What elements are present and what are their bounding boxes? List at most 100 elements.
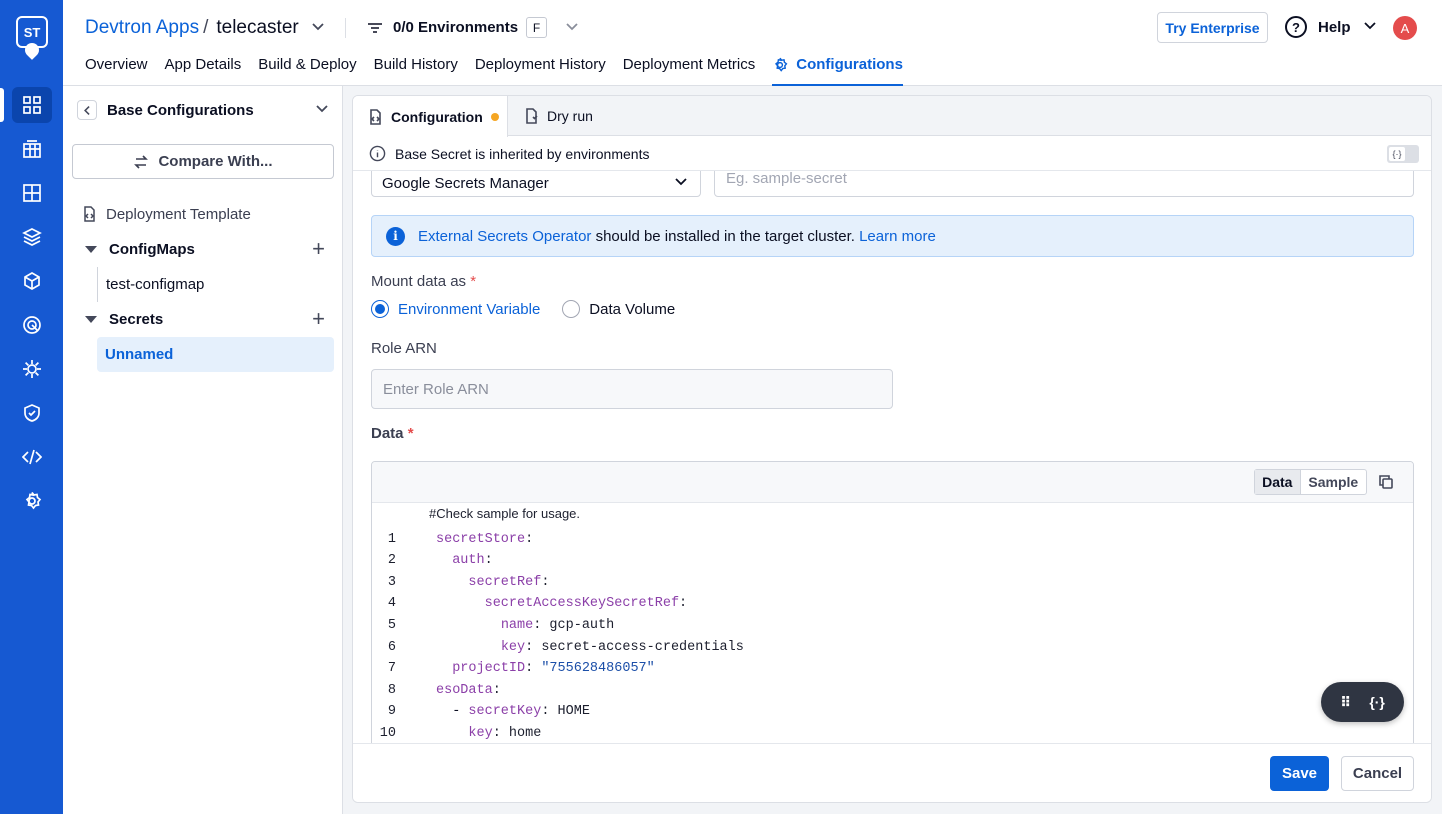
app-groups-icon[interactable] <box>12 131 52 167</box>
secret-store-select[interactable]: Google Secrets Manager <box>371 171 701 197</box>
caret-down-icon <box>85 315 97 323</box>
segment-data[interactable]: Data <box>1255 470 1301 494</box>
security-scan-icon[interactable] <box>12 307 52 343</box>
code-view-toggle[interactable]: {·} <box>1387 145 1419 163</box>
add-configmap-icon[interactable]: + <box>312 236 325 261</box>
breadcrumb-devtron-apps[interactable]: Devtron Apps <box>85 17 200 38</box>
config-sidebar: Base Configurations Compare With... Depl… <box>63 86 343 814</box>
floating-toolbar[interactable]: ⠿ {·} <box>1321 682 1404 722</box>
help-menu[interactable]: ? Help <box>1285 16 1377 38</box>
yaml-key: key <box>500 639 526 655</box>
radio-data-volume[interactable] <box>562 300 581 318</box>
tab-dry-run[interactable]: Dry run <box>523 96 593 136</box>
gear-icon <box>775 57 788 72</box>
data-label: Data * <box>371 425 414 442</box>
mount-radio-group: Environment Variable Data Volume <box>371 300 675 318</box>
config-panel: Configuration Dry run Base Secret is inh… <box>352 95 1432 803</box>
compare-with-label: Compare With... <box>158 153 273 170</box>
tab-configurations[interactable]: Configurations <box>772 56 903 86</box>
code-line: 10 key: home <box>372 722 542 743</box>
cancel-button[interactable]: Cancel <box>1341 756 1414 791</box>
tab-app-details[interactable]: App Details <box>164 56 242 73</box>
line-number: 9 <box>387 704 396 720</box>
yaml-value: HOME <box>557 704 590 720</box>
line-number: 6 <box>387 639 396 655</box>
apps-icon[interactable] <box>12 87 52 123</box>
chevron-left-icon <box>83 105 90 115</box>
chart-store-icon[interactable] <box>12 219 52 255</box>
avatar[interactable]: A <box>1393 16 1417 40</box>
yaml-key: key <box>468 725 493 741</box>
sidebar-group-configmaps[interactable]: ConfigMaps + <box>81 237 325 261</box>
code-line: 6 key: secret-access-credentials <box>372 636 744 658</box>
inherit-notice: Base Secret is inherited by environments… <box>353 137 1431 171</box>
swap-icon <box>134 154 149 169</box>
yaml-value: secret-access-credentials <box>541 639 744 655</box>
back-button[interactable] <box>77 100 97 120</box>
try-enterprise-button[interactable]: Try Enterprise <box>1157 12 1268 43</box>
app-tabs: Overview App Details Build & Deploy Buil… <box>85 56 920 86</box>
tab-configuration[interactable]: Configuration <box>353 96 508 137</box>
code-braces-icon: {·} <box>1389 147 1405 161</box>
line-number: 5 <box>387 617 396 633</box>
radio-data-volume-label[interactable]: Data Volume <box>589 300 676 318</box>
line-number: 4 <box>387 596 396 612</box>
role-arn-input[interactable]: Enter Role ARN <box>371 369 893 409</box>
compare-with-button[interactable]: Compare With... <box>72 144 334 179</box>
radio-environment-variable-label[interactable]: Environment Variable <box>398 300 541 318</box>
breadcrumb-separator: / <box>203 17 209 38</box>
line-number: 10 <box>379 725 396 741</box>
devtron-logo[interactable]: ST <box>16 16 48 60</box>
tab-overview[interactable]: Overview <box>85 56 148 73</box>
sidebar-item-test-configmap[interactable]: test-configmap <box>97 267 334 302</box>
security-policy-icon[interactable] <box>12 395 52 431</box>
sidebar-group-label: Secrets <box>109 310 164 328</box>
learn-more-link[interactable]: Learn more <box>859 227 936 245</box>
yaml-key: secretKey <box>468 704 542 720</box>
secret-name-input[interactable]: Eg. sample-secret <box>714 171 1414 197</box>
sidebar-group-secrets[interactable]: Secrets + <box>81 307 325 331</box>
global-settings-icon[interactable] <box>12 483 52 519</box>
panel-tabs: Configuration Dry run <box>353 96 1431 137</box>
copy-icon[interactable] <box>1378 474 1394 490</box>
sidebar-item-unnamed-secret[interactable]: Unnamed <box>97 337 334 372</box>
sidebar-group-label: ConfigMaps <box>109 240 195 258</box>
bulk-edit-icon[interactable] <box>12 351 52 387</box>
eso-link[interactable]: External Secrets Operator <box>418 227 592 245</box>
breadcrumb: Devtron Apps / telecaster <box>85 16 325 40</box>
sidebar-item-deployment-template[interactable]: Deployment Template <box>81 202 325 226</box>
segment-sample[interactable]: Sample <box>1308 474 1359 490</box>
editor-comment: #Check sample for usage. <box>429 506 581 521</box>
yaml-value: home <box>508 725 542 741</box>
yaml-key: secretRef <box>468 574 542 590</box>
shortcut-key: F <box>526 17 548 38</box>
role-arn-label: Role ARN <box>371 340 437 357</box>
help-chevron-icon <box>1363 18 1377 36</box>
resource-browser-icon[interactable] <box>12 175 52 211</box>
tab-deployment-history[interactable]: Deployment History <box>474 56 606 73</box>
app-name: telecaster <box>216 17 299 38</box>
yaml-value: gcp-auth <box>549 617 615 633</box>
yaml-key: secretStore <box>436 531 526 547</box>
tab-deployment-metrics[interactable]: Deployment Metrics <box>622 56 756 73</box>
tab-build-deploy[interactable]: Build & Deploy <box>258 56 357 73</box>
line-number: 7 <box>387 661 396 677</box>
sidebar-title: Base Configurations <box>107 101 254 119</box>
tab-build-history[interactable]: Build History <box>373 56 458 73</box>
app-switcher-chevron-icon[interactable] <box>311 17 325 39</box>
add-secret-icon[interactable]: + <box>312 306 325 331</box>
code-icon[interactable] <box>12 439 52 475</box>
environment-filter[interactable]: 0/0 Environments F <box>367 17 579 38</box>
yaml-key: name <box>500 617 534 633</box>
sidebar-collapse-chevron-icon[interactable] <box>315 101 329 119</box>
line-number: 3 <box>387 574 396 590</box>
radio-environment-variable[interactable] <box>371 300 389 318</box>
code-braces-icon[interactable]: {·} <box>1369 694 1385 710</box>
environment-filter-chevron-icon[interactable] <box>565 19 579 37</box>
info-icon <box>369 145 386 162</box>
save-button[interactable]: Save <box>1270 756 1329 791</box>
drag-handle-icon[interactable]: ⠿ <box>1340 693 1352 710</box>
deployment-icon[interactable] <box>12 263 52 299</box>
